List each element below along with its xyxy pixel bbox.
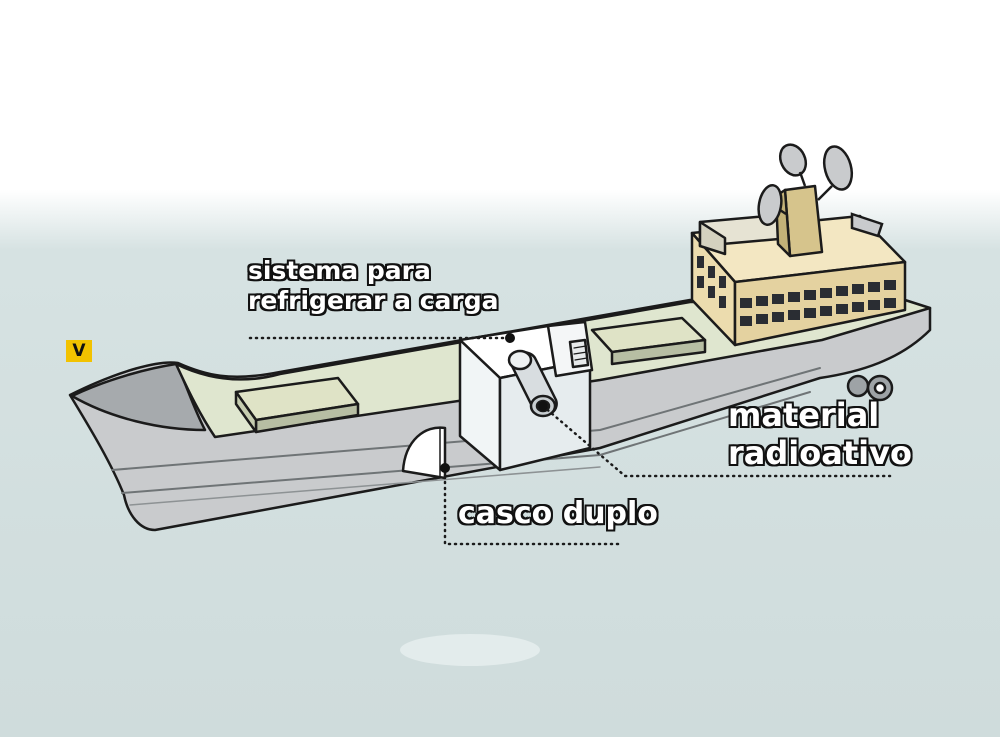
label-refrigeration-line-1: sistema para <box>248 256 499 286</box>
label-refrigeration-line-2: refrigerar a carga <box>248 286 499 316</box>
mast-tower <box>785 186 822 256</box>
callout-dot-refrigeration <box>505 333 515 343</box>
label-refrigeration-system: sistema para refrigerar a carga <box>248 256 499 316</box>
callout-dot-double-hull <box>440 463 450 473</box>
label-radioactive-material: material radioativo <box>728 396 912 472</box>
label-radioactive-line-1: material <box>728 396 912 434</box>
label-radioactive-line-2: radioativo <box>728 434 912 472</box>
brand-badge: V <box>66 340 92 362</box>
label-double-hull: casco duplo <box>458 496 658 532</box>
callout-dot-radioactive <box>538 401 548 411</box>
radar-dish-2 <box>820 143 857 192</box>
radar-dish-1 <box>775 140 810 179</box>
